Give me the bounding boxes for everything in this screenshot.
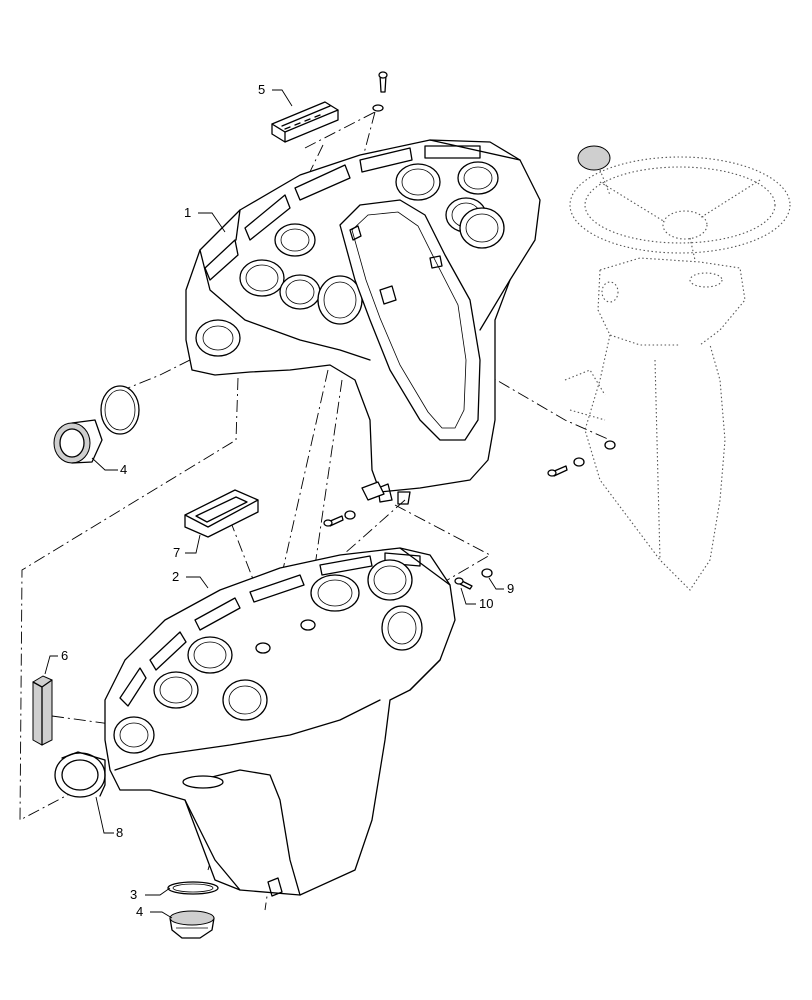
top-screw [372, 71, 388, 112]
callout-4-lower: 4 [136, 904, 143, 919]
callout-5: 5 [258, 82, 265, 97]
callout-9: 9 [507, 581, 514, 596]
ring-lower [167, 881, 219, 895]
callout-leaders [44, 89, 504, 919]
callout-6: 6 [61, 648, 68, 663]
ring-upper [100, 385, 140, 435]
callout-10: 10 [479, 596, 493, 611]
block-part [32, 675, 53, 746]
screws-washers [323, 440, 616, 590]
callout-labels: 1 2 3 4 4 5 6 7 8 9 10 [61, 82, 514, 919]
callout-8: 8 [116, 825, 123, 840]
knob-upper [53, 419, 103, 464]
ring-part [54, 751, 106, 798]
callout-1: 1 [184, 205, 191, 220]
callout-2: 2 [172, 569, 179, 584]
bezel-part [184, 489, 259, 538]
callout-7: 7 [173, 545, 180, 560]
knob-lower [169, 910, 215, 939]
upper-console-cover [185, 139, 541, 505]
switch-part [271, 101, 339, 143]
steering-column-reference [564, 145, 791, 591]
callout-3: 3 [130, 887, 137, 902]
callout-4-upper: 4 [120, 462, 127, 477]
lower-console-cover [104, 547, 456, 897]
